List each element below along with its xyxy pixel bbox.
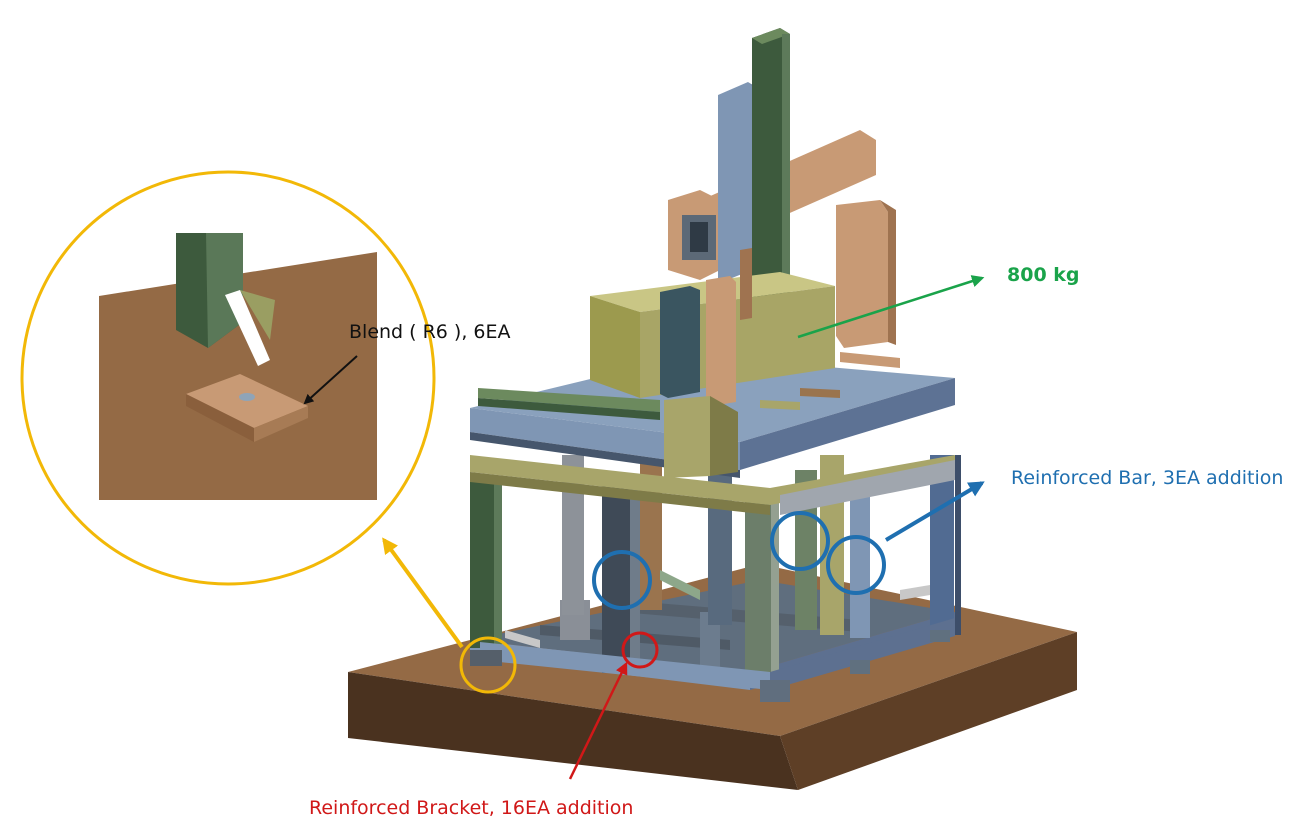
bar-circle-3 [826,535,886,595]
detail-inset [99,233,377,500]
reinforced-bar-label: Reinforced Bar, 3EA addition [1011,467,1284,489]
blend-label: Blend ( R6 ), 6EA [349,321,511,343]
bracket-circle [621,631,659,669]
bar-circle-1 [592,550,652,610]
reinforced-bracket-label: Reinforced Bracket, 16EA addition [309,797,634,819]
detail-circle [20,170,436,586]
load-label: 800 kg [1007,264,1080,286]
gantry [590,28,896,478]
bracket-arrow [568,661,628,780]
blend-arrow [303,355,358,405]
bar-arrow [884,481,985,542]
bar-circle-2 [770,511,830,571]
detail-arrow [382,537,464,649]
blend-location-circle [459,636,517,694]
load-arrow [797,275,985,339]
